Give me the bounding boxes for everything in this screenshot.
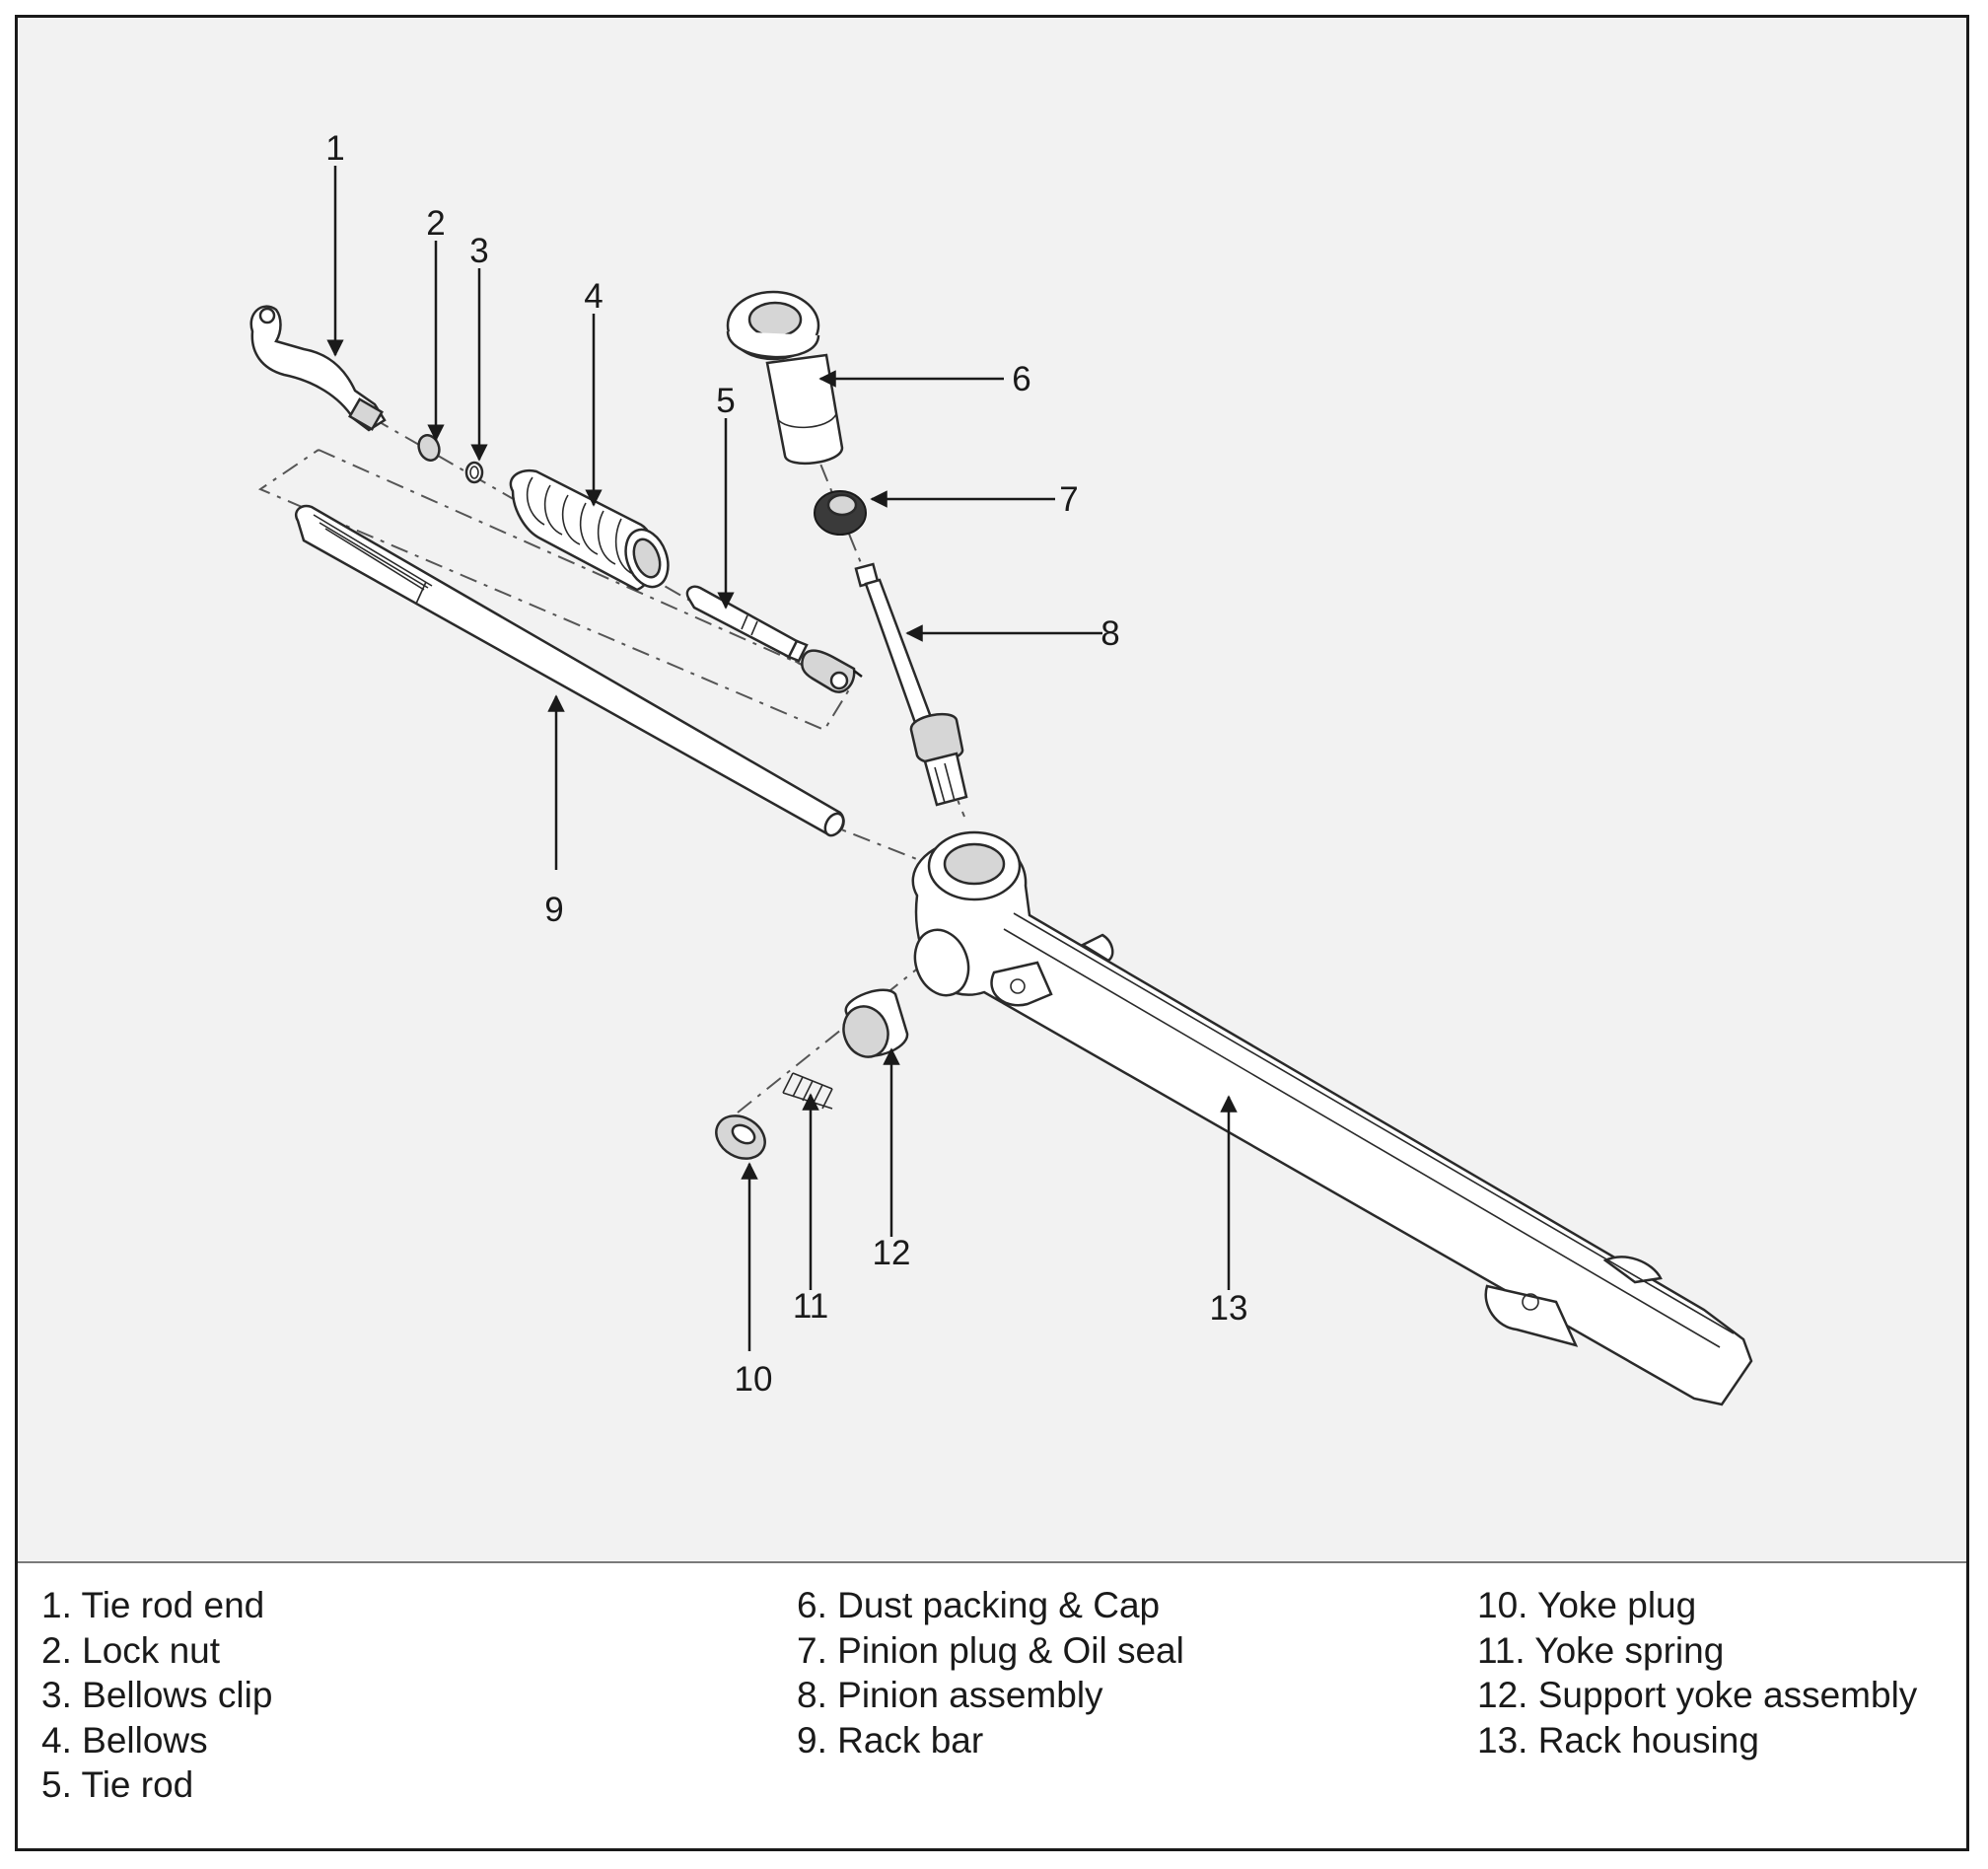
legend-item: 4. Bellows (41, 1719, 208, 1761)
yoke-plug-part (715, 1114, 766, 1160)
rack-housing-part (911, 830, 1753, 1406)
legend-column-2: 6. Dust packing & Cap 7. Pinion plug & O… (797, 1583, 1184, 1762)
legend-item: 10. Yoke plug (1477, 1585, 1697, 1625)
exploded-diagram-panel: 1 2 3 4 5 6 7 8 9 10 11 12 13 (18, 18, 1966, 1563)
legend-column-1: 1. Tie rod end 2. Lock nut 3. Bellows cl… (41, 1583, 272, 1808)
callout-4: 4 (584, 277, 603, 316)
legend-item: 1. Tie rod end (41, 1585, 265, 1625)
legend-item: 12. Support yoke assembly (1477, 1675, 1918, 1715)
callout-numbers: 1 2 3 4 5 6 7 8 9 10 11 12 13 (325, 129, 1247, 1399)
callout-9: 9 (544, 891, 563, 929)
callout-6: 6 (1012, 360, 1030, 398)
legend-item: 9. Rack bar (797, 1719, 984, 1761)
callout-3: 3 (469, 232, 488, 270)
legend-item: 2. Lock nut (41, 1629, 221, 1671)
legend-column-3: 10. Yoke plug 11. Yoke spring 12. Suppor… (1477, 1583, 1917, 1762)
bellows-clip-part (464, 461, 484, 484)
legend-item: 8. Pinion assembly (797, 1675, 1103, 1715)
legend-item: 6. Dust packing & Cap (797, 1585, 1161, 1625)
parts-legend: 1. Tie rod end 2. Lock nut 3. Bellows cl… (18, 1563, 1966, 1848)
support-yoke-part (842, 988, 909, 1058)
steering-gear-exploded-view: 1 2 3 4 5 6 7 8 9 10 11 12 13 (249, 129, 1753, 1406)
legend-item: 5. Tie rod (41, 1764, 194, 1805)
tie-rod-end-part (249, 305, 387, 432)
legend-item: 3. Bellows clip (41, 1675, 273, 1715)
callout-12: 12 (873, 1234, 911, 1272)
tie-rod-part (685, 585, 863, 693)
pinion-assembly-part (854, 562, 968, 807)
legend-item: 7. Pinion plug & Oil seal (797, 1629, 1184, 1671)
yoke-spring-part (782, 1072, 833, 1110)
callout-1: 1 (325, 129, 344, 168)
callout-13: 13 (1210, 1289, 1248, 1328)
legend-item: 11. Yoke spring (1477, 1629, 1725, 1671)
callout-5: 5 (716, 382, 735, 420)
lock-nut-part (417, 434, 441, 462)
bellows-part (509, 468, 670, 592)
legend-item: 13. Rack housing (1477, 1719, 1759, 1761)
callout-8: 8 (1100, 614, 1119, 653)
figure-frame: 1 2 3 4 5 6 7 8 9 10 11 12 13 1. Tie rod… (15, 15, 1969, 1851)
callout-11: 11 (793, 1287, 828, 1326)
pinion-plug-oil-seal-part (814, 490, 867, 536)
callout-7: 7 (1059, 480, 1078, 519)
callout-10: 10 (735, 1360, 773, 1399)
callout-2: 2 (426, 204, 445, 243)
leader-arrows (326, 166, 1238, 1351)
rack-bar-part (295, 504, 845, 837)
